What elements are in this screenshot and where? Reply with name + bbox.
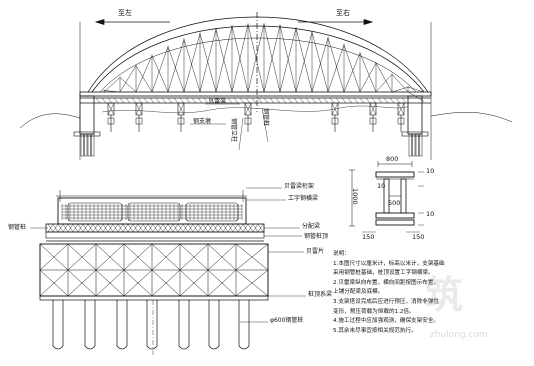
beam-detail xyxy=(349,161,424,233)
section-callout-5: 贝雷片 xyxy=(306,248,325,255)
notes-line: 5.其余未尽事宜按相关规范执行。 xyxy=(333,327,417,334)
notes-line: 4.施工过程中应加强观测，确保支架安全。 xyxy=(333,318,440,325)
arch-elevation xyxy=(19,12,513,160)
notes-line: 采用钢管桩基础，桩顶设置工字钢横梁。 xyxy=(333,270,434,277)
elevation-callout-beam: 贝雷梁 xyxy=(208,98,227,105)
section-callout-6: 桩顶系梁 xyxy=(308,291,333,298)
notes-line: 3.支架搭设完成后应进行预压，消除非弹性 xyxy=(333,298,440,305)
notes-line: 变形，预压荷载为恒载的1.2倍。 xyxy=(333,308,415,315)
detail-dim-small-1: 10 xyxy=(426,167,435,175)
detail-dim-left: 1000 xyxy=(351,188,359,205)
detail-dim-small-2: 10 xyxy=(377,182,386,190)
left-direction-label: 至左 xyxy=(118,9,132,17)
section-callout-2: 工字钢横梁 xyxy=(288,195,319,202)
elevation-callout-support: 钢支墩 xyxy=(193,118,212,125)
notes-title: 说明： xyxy=(333,251,350,257)
notes-block: 说明： 1.本图尺寸以厘米计，标高以米计，支架基础 采用钢管桩基础，桩顶设置工字… xyxy=(333,250,483,336)
detail-dim-bottom-1: 150 xyxy=(362,233,375,241)
detail-dim-small-3: 10 xyxy=(426,210,435,218)
elevation-callout-column: 钢管立柱 xyxy=(230,118,237,143)
watermark-logo: 筑 xyxy=(425,273,464,317)
cross-section xyxy=(30,187,306,356)
section-left-label: 钢管桩 xyxy=(8,224,27,231)
detail-dim-bottom-2: 150 xyxy=(412,233,425,241)
notes-line: 上铺分配梁及底模。 xyxy=(333,289,384,296)
elevation-callout-pile: 钢管桩 xyxy=(262,108,269,127)
notes-line: 2.贝雷梁纵向布置，横向间距按图示布置， xyxy=(333,279,440,286)
watermark-text: zhulong.com xyxy=(430,330,488,340)
notes-line: 1.本图尺寸以厘米计，标高以米计，支架基础 xyxy=(333,260,445,267)
detail-dim-top: 800 xyxy=(386,155,399,163)
section-callout-3: 分配梁 xyxy=(302,223,321,230)
section-callout-7: φ600钢管桩 xyxy=(270,317,304,324)
section-callout-4: 钢管桩顶 xyxy=(304,233,329,240)
detail-dim-mid: 500 xyxy=(388,199,401,207)
section-callout-1: 贝雷梁桁架 xyxy=(284,183,315,190)
right-direction-label: 至右 xyxy=(336,9,350,17)
